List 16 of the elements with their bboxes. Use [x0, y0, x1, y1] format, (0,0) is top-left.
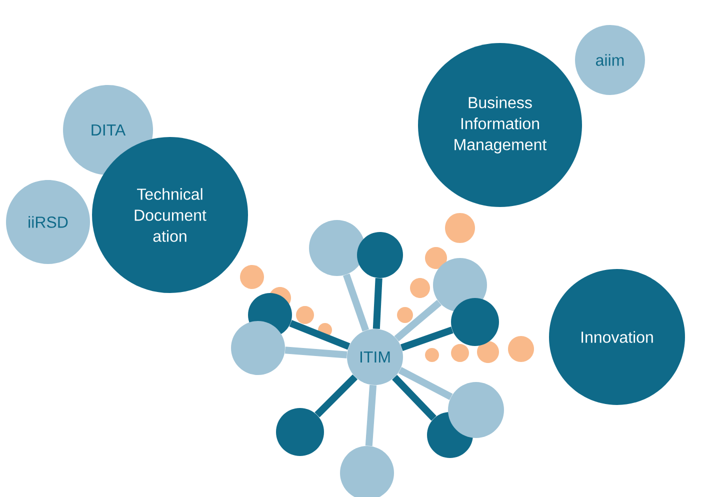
circle — [451, 298, 499, 346]
connector — [392, 374, 436, 421]
circle — [231, 321, 285, 375]
circle — [276, 408, 324, 456]
circle — [309, 220, 365, 276]
connector — [400, 326, 454, 351]
connector — [342, 273, 370, 332]
connector — [372, 278, 382, 329]
connector — [284, 346, 348, 358]
connector — [365, 384, 377, 446]
circle — [448, 382, 504, 438]
circle — [357, 232, 403, 278]
connector — [398, 367, 453, 400]
connector — [394, 300, 442, 342]
connector — [314, 374, 358, 418]
connector — [289, 320, 350, 350]
